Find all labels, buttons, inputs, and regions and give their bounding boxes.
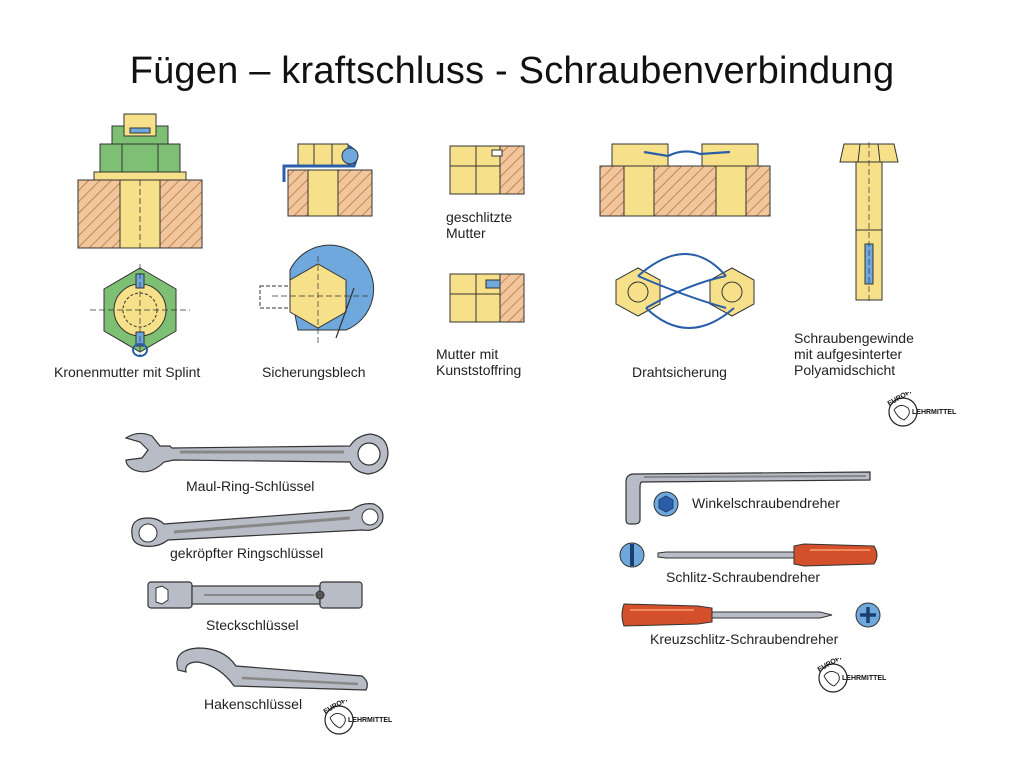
- caption-geschlitzte-mutter: geschlitzte Mutter: [446, 209, 513, 241]
- geschlitzte-mutter-figure: [449, 145, 525, 195]
- label-maul-ring-schluessel: Maul-Ring-Schlüssel: [186, 478, 315, 494]
- drahtsicherung-figure: [599, 143, 771, 329]
- svg-text:LEHRMITTEL: LEHRMITTEL: [842, 675, 887, 682]
- gekroepfter-ringschluessel-figure: [131, 503, 384, 547]
- schlitz-schraubendreher-figure: [619, 542, 878, 568]
- caption-schraubengewinde: Schraubengewinde mit aufgesinterter Poly…: [794, 330, 914, 378]
- schraubengewinde-figure: [839, 142, 899, 304]
- caption-kronenmutter: Kronenmutter mit Splint: [54, 364, 201, 380]
- kreuzschlitz-schraubendreher-figure: [621, 602, 881, 628]
- label-gekroepfter-ringschluessel: gekröpfter Ringschlüssel: [170, 545, 324, 561]
- kronenmutter-figure: [77, 113, 203, 357]
- mutter-kunststoffring-figure: [449, 273, 525, 323]
- svg-text:LEHRMITTEL: LEHRMITTEL: [912, 409, 957, 416]
- caption-sicherungsblech: Sicherungsblech: [262, 364, 366, 380]
- hakenschluessel-figure: [176, 647, 368, 691]
- winkelschraubendreher-figure: [625, 471, 871, 525]
- maul-ring-schluessel-figure: [124, 432, 389, 475]
- label-steckschluessel: Steckschlüssel: [206, 617, 299, 633]
- label-kreuzschlitz-schraubendreher: Kreuzschlitz-Schraubendreher: [650, 631, 839, 647]
- sicherungsblech-figure: [259, 143, 375, 344]
- label-winkelschraubendreher: Winkelschraubendreher: [692, 495, 840, 511]
- caption-drahtsicherung: Drahtsicherung: [632, 364, 727, 380]
- svg-text:LEHRMITTEL: LEHRMITTEL: [348, 717, 393, 724]
- europa-lehrmittel-logo-1: EUROPA LEHRMITTEL: [887, 392, 957, 427]
- europa-lehrmittel-logo-3: EUROPA LEHRMITTEL: [817, 658, 887, 693]
- label-hakenschluessel: Hakenschlüssel: [204, 696, 303, 712]
- label-schlitz-schraubendreher: Schlitz-Schraubendreher: [666, 569, 821, 585]
- page-title: Fügen – kraftschluss - Schraubenverbindu…: [129, 50, 895, 92]
- caption-mutter-kunststoffring: Mutter mit Kunststoffring: [436, 346, 522, 378]
- steckschluessel-figure: [147, 581, 363, 609]
- europa-lehrmittel-logo-2: EUROPA LEHRMITTEL: [323, 700, 393, 735]
